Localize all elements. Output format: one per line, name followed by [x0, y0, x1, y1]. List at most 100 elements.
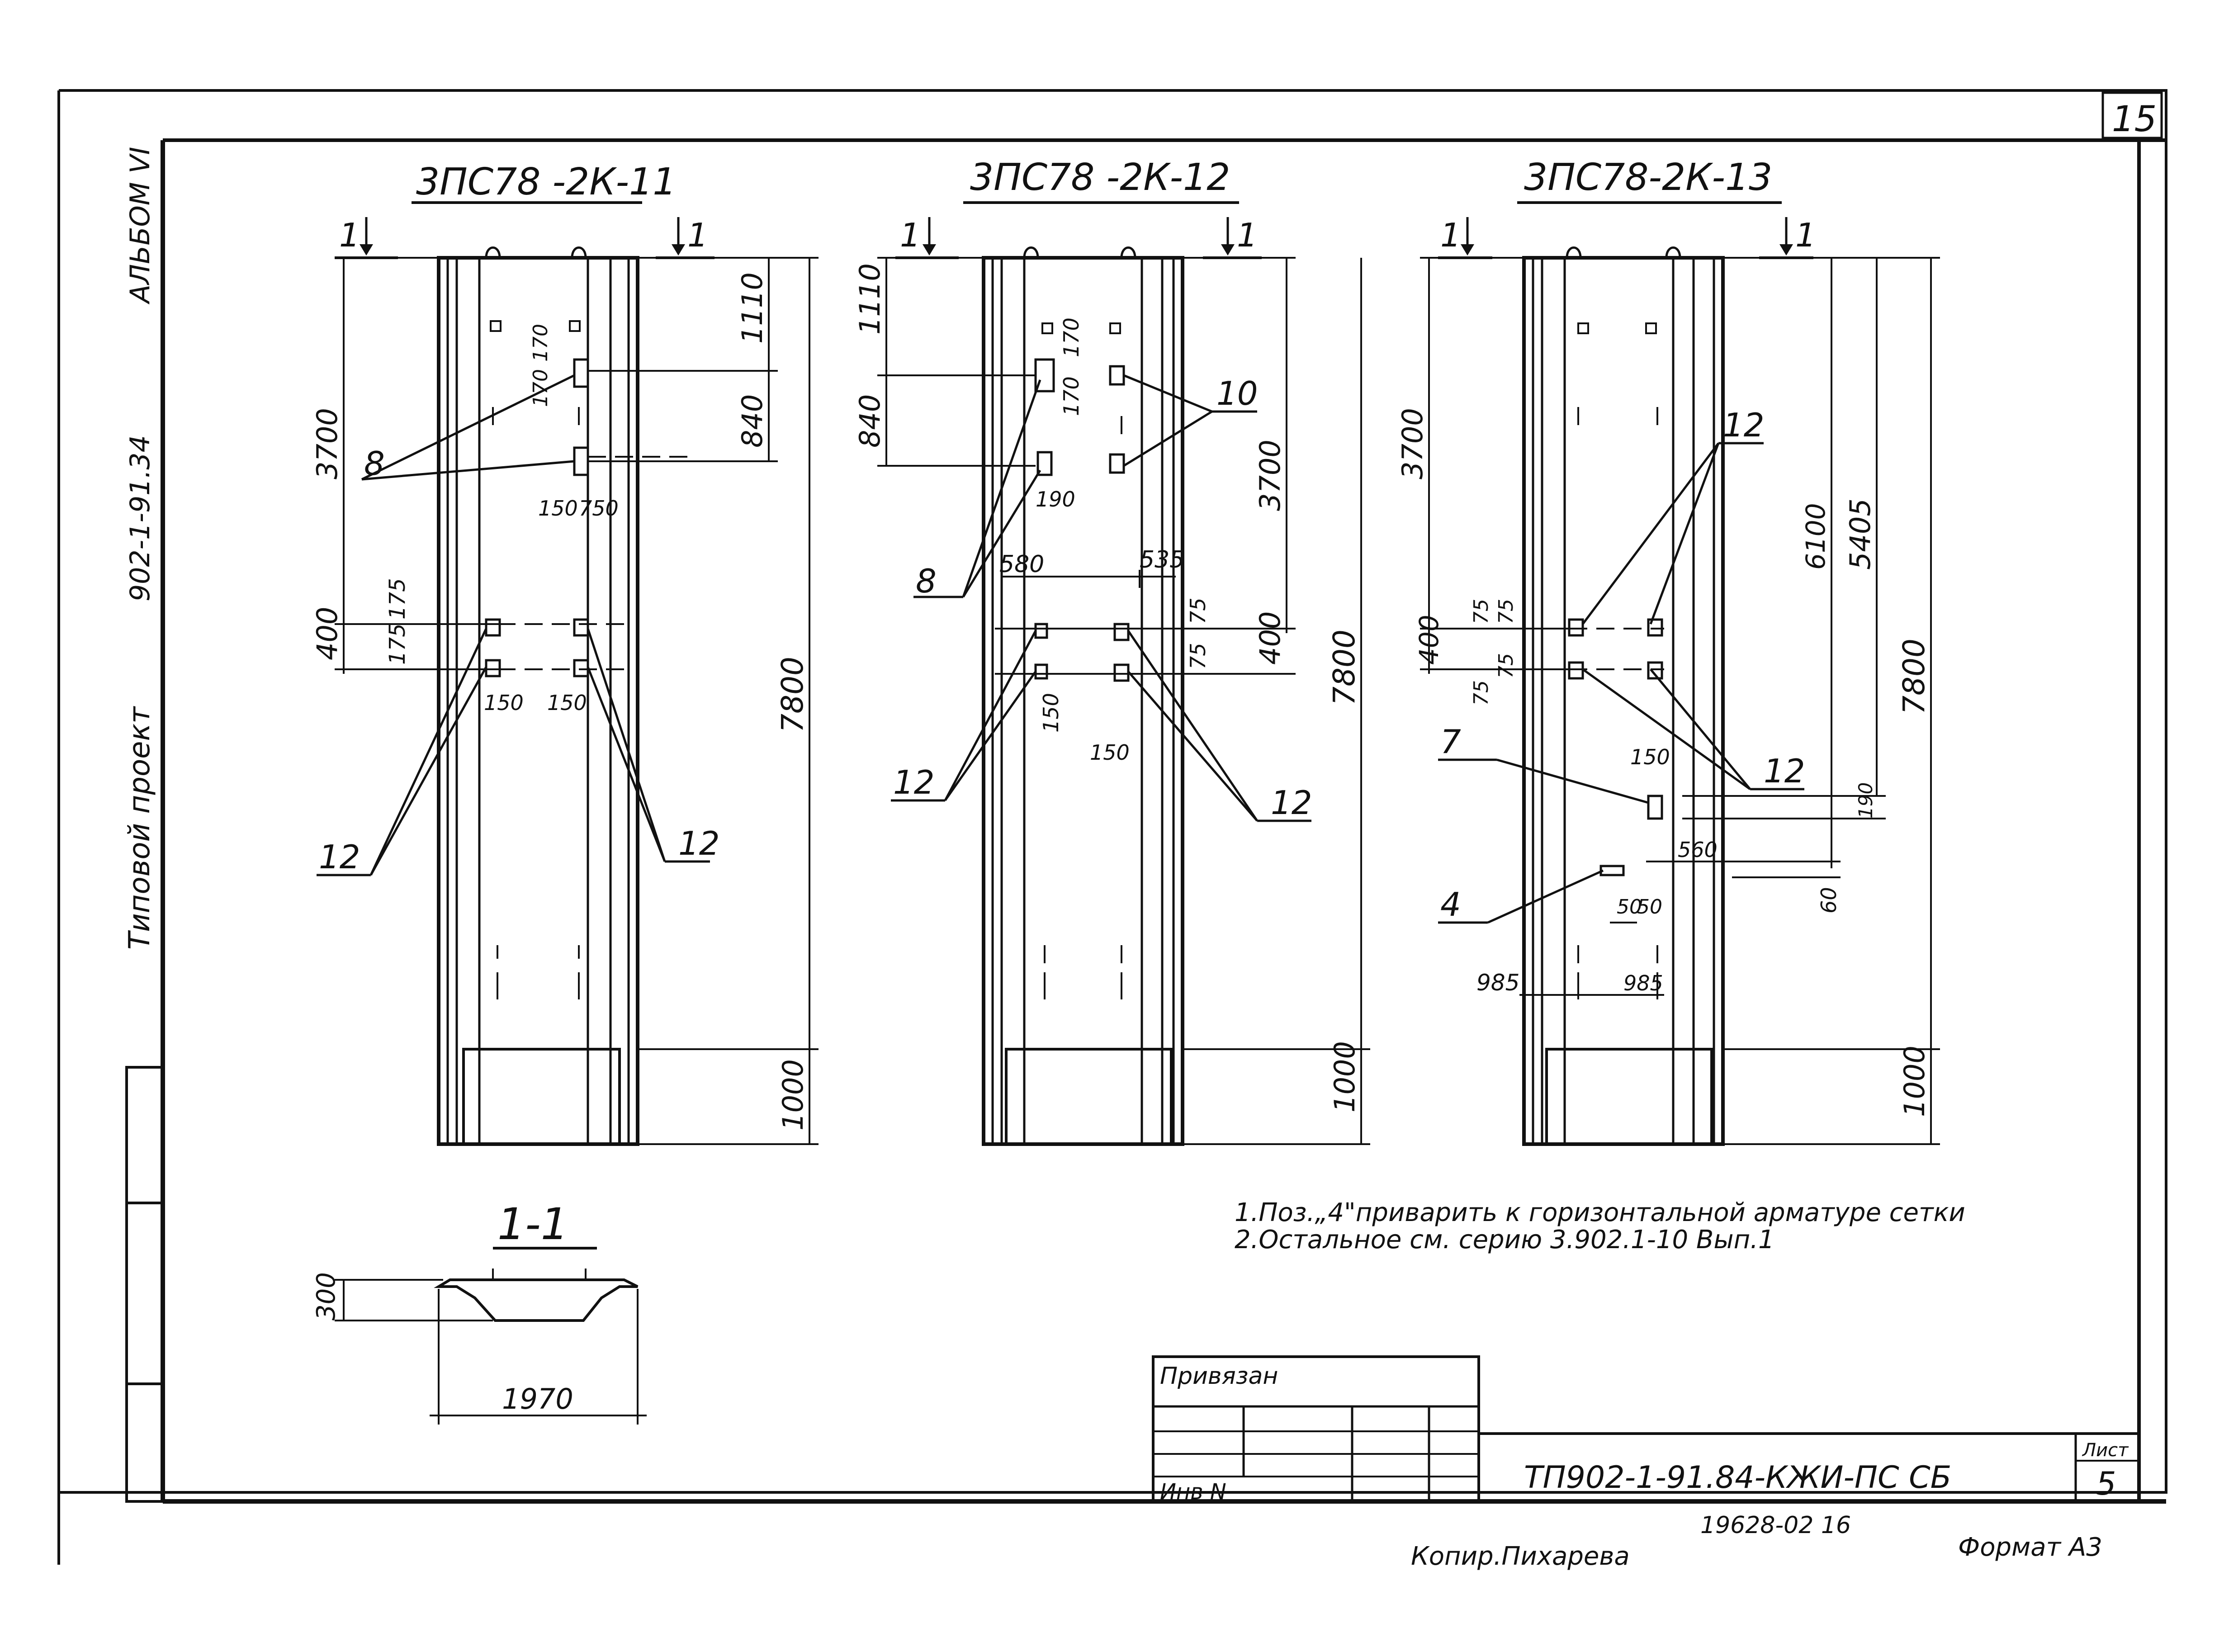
- panel-3-callout-12-top: 12: [1723, 406, 1765, 444]
- panel-2-dim-150-left: 150: [1039, 693, 1063, 733]
- panel-1-dim-175b: 175: [385, 578, 410, 620]
- panel-3-dim-60: 60: [1817, 887, 1841, 914]
- panel-2-dim-580: 580: [999, 551, 1044, 578]
- notes: 1.Поз.„4"приварить к горизонтальной арма…: [1235, 1198, 1965, 1254]
- panel-1-dim-840: 840: [736, 394, 769, 448]
- panel-1-section-right: 1: [687, 216, 708, 254]
- panel-1-dim-150-left: 150: [484, 691, 524, 715]
- title-sheet-label: Лист: [2082, 1440, 2129, 1461]
- panel-1-callout-leaders: [317, 374, 710, 876]
- panel-3-dim-190: 190: [1855, 782, 1877, 819]
- panel-2-dim-535: 535: [1140, 546, 1184, 573]
- note-1: 1.Поз.„4"приварить к горизонтальной арма…: [1235, 1198, 1965, 1227]
- panel-1-section-marks: 1 1: [335, 216, 715, 259]
- title-block: Привязан Инв N ТП902-1-91.84-КЖИ-ПС СБ Л…: [1152, 1355, 2140, 1505]
- panel-2-dim-75b: 75: [1186, 643, 1210, 669]
- panel-3-section-left: 1: [1440, 216, 1461, 254]
- panel-3-callout-12-bottom: 12: [1764, 752, 1805, 790]
- panel-3-dimension-lines: [1420, 257, 1940, 1145]
- panel-3-dim-75a: 75: [1470, 599, 1493, 624]
- panel-3-dim-7800: 7800: [1897, 639, 1931, 715]
- panel-2-callout-leaders: [891, 374, 1311, 822]
- panel-1-dim-150-right: 150: [547, 691, 587, 715]
- section-height-300: 300: [312, 1272, 341, 1321]
- panel-1-dim-750: 750: [579, 496, 619, 521]
- side-project-text: Типовой проект: [123, 706, 156, 950]
- panel-2-dim-3700: 3700: [1254, 440, 1287, 511]
- panel-1-dim-175a: 175: [385, 623, 410, 665]
- panel-2-callout-12-right: 12: [1271, 784, 1312, 822]
- panel-3: 3ПС78-2К-13 1 1: [1396, 156, 1940, 1146]
- panel-2-dim-170a: 170: [1059, 317, 1084, 357]
- section-width-1970: 1970: [502, 1382, 573, 1415]
- title-sheet-number: 5: [2096, 1465, 2116, 1502]
- panel-2-dim-1110: 1110: [853, 263, 886, 335]
- panel-3-dim-1000: 1000: [1898, 1046, 1931, 1117]
- panel-1-callout-12-right: 12: [678, 824, 720, 862]
- panel-1-dim-150-top: 150: [538, 496, 578, 521]
- panel-3-dim-75c: 75: [1470, 680, 1493, 705]
- section-title: 1-1: [497, 1199, 568, 1250]
- panel-3-dim-150: 150: [1630, 745, 1670, 769]
- panel-3-dim-50b: 50: [1637, 895, 1662, 918]
- panel-3-section-marks: 1 1: [1438, 216, 1816, 259]
- panel-3-title: 3ПС78-2К-13: [1524, 156, 1772, 199]
- panel-2-section-left: 1: [900, 216, 921, 254]
- panel-2-callout-8: 8: [916, 562, 937, 600]
- panel-2-callout-12-left: 12: [893, 763, 935, 801]
- panel-3-callout-leaders: [1438, 442, 1804, 924]
- footer: 19628-02 16 Копир.Пихарева Формат А3: [1411, 1512, 2102, 1571]
- panel-1-title: 3ПС78 -2К-11: [416, 161, 676, 204]
- panel-2-dim-170b: 170: [1059, 376, 1084, 416]
- panel-1-dim-170b: 170: [529, 324, 552, 362]
- panel-3-dim-560: 560: [1678, 838, 1718, 862]
- panel-2: 3ПС78 -2К-12 1 1: [853, 156, 1370, 1146]
- section-1-1: 1-1 300 1970: [312, 1199, 647, 1425]
- sheet-corner-number: 15: [2112, 99, 2157, 140]
- panel-3-dim-75b: 75: [1495, 599, 1518, 624]
- footer-order: 19628-02 16: [1700, 1512, 1851, 1539]
- footer-copied: Копир.Пихарева: [1411, 1542, 1630, 1571]
- panel-1: 3ПС78 -2К-11 1 1: [311, 161, 819, 1146]
- panel-2-dim-840: 840: [853, 394, 886, 448]
- panel-1-outline: [437, 246, 639, 1146]
- panel-2-outline: [982, 246, 1184, 1146]
- side-album-text: АЛЬБОМ VI: [124, 147, 156, 305]
- panel-2-section-marks: 1 1: [895, 216, 1262, 259]
- panel-2-dim-150-right: 150: [1090, 740, 1130, 765]
- panel-2-dim-75a: 75: [1186, 597, 1210, 624]
- panel-1-dim-1000: 1000: [776, 1059, 809, 1131]
- side-series-text: 902-1-91.34: [124, 435, 156, 601]
- panel-2-dim-400: 400: [1254, 611, 1287, 665]
- side-stamp: [125, 1066, 164, 1503]
- panel-3-callout-7: 7: [1440, 723, 1461, 761]
- panel-2-dim-1000: 1000: [1328, 1041, 1361, 1112]
- panel-2-dim-190: 190: [1036, 487, 1075, 511]
- panel-2-title: 3ПС78 -2К-12: [970, 156, 1230, 199]
- panel-2-callout-10: 10: [1216, 374, 1258, 412]
- panel-3-dim-6100: 6100: [1800, 503, 1831, 570]
- panel-3-dim-400: 400: [1414, 615, 1444, 665]
- panel-1-callout-12-left: 12: [319, 838, 360, 876]
- panel-3-dim-75d: 75: [1495, 653, 1518, 678]
- panel-2-dimension-lines: [877, 257, 1370, 1145]
- footer-format: Формат А3: [1958, 1533, 2102, 1562]
- panel-3-section-right: 1: [1795, 216, 1816, 254]
- panel-3-dim-985-left: 985: [1476, 970, 1519, 996]
- panel-3-dim-50a: 50: [1617, 895, 1642, 918]
- title-code: ТП902-1-91.84-КЖИ-ПС СБ: [1524, 1460, 1951, 1496]
- panel-1-dim-7800: 7800: [775, 657, 810, 733]
- panel-3-dim-3700: 3700: [1396, 408, 1429, 479]
- panel-1-section-left: 1: [339, 216, 360, 254]
- panel-1-dimension-lines: [335, 257, 819, 1145]
- note-2: 2.Остальное см. серию 3.902.1-10 Вып.1: [1235, 1225, 1774, 1254]
- panel-1-dim-3700: 3700: [311, 408, 344, 479]
- panel-3-dim-985-right: 985: [1623, 971, 1663, 995]
- sheet-border: 15: [57, 89, 2167, 1565]
- panel-3-dim-5405: 5405: [1844, 498, 1877, 570]
- panel-3-callout-4: 4: [1440, 885, 1461, 923]
- section-profile: [434, 1278, 639, 1322]
- panel-1-dim-400: 400: [311, 607, 344, 660]
- panel-3-outline: [1522, 246, 1725, 1146]
